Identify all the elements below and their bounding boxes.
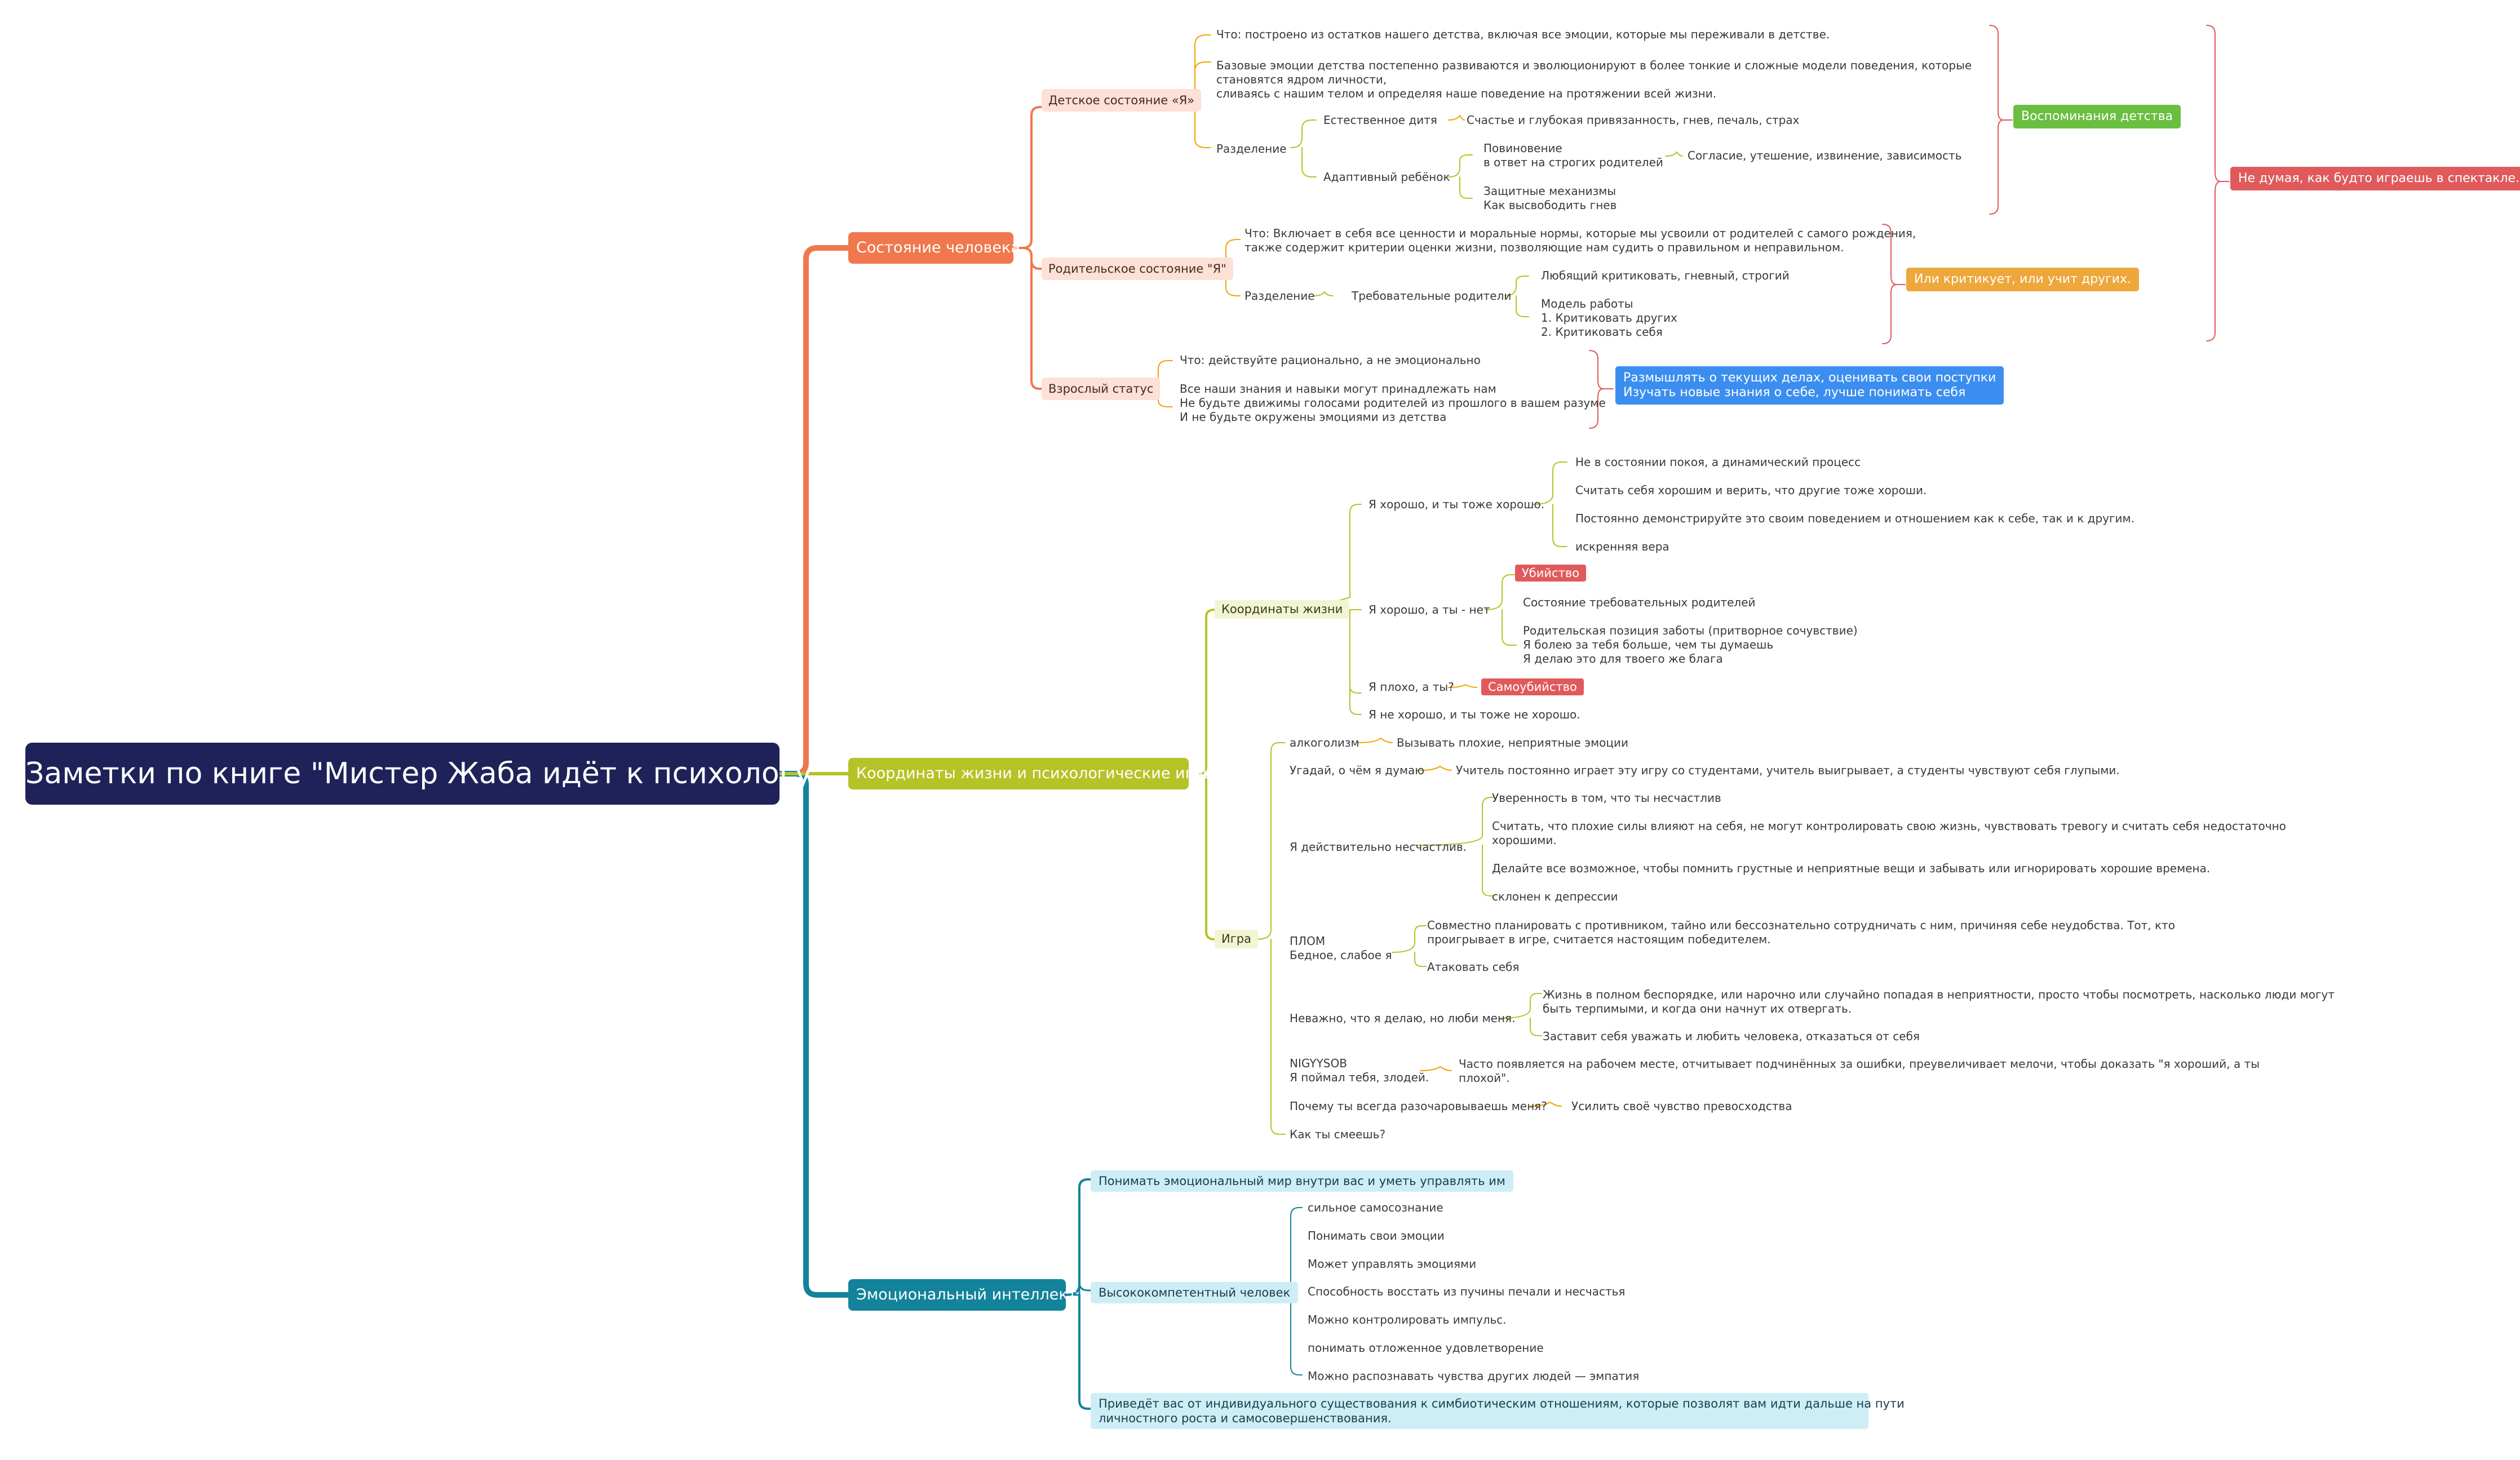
topic-coordinates[interactable]: Координаты жизни и психологические игры xyxy=(848,758,1215,789)
natural-child[interactable]: Естественное дитя xyxy=(1323,113,1437,127)
disappoint-desc[interactable]: Усилить своё чувство превосходства xyxy=(1571,1099,1792,1113)
topic-emotional-intelligence[interactable]: Эмоциональный интеллект xyxy=(848,1279,1077,1311)
ei-understand[interactable]: Понимать эмоциональный мир внутри вас и … xyxy=(1091,1170,1513,1192)
love-b[interactable]: Заставит себя уважать и любить человека,… xyxy=(1543,1029,1920,1043)
unhappy-3[interactable]: Делайте все возможное, чтобы помнить гру… xyxy=(1492,862,2211,875)
summary-adult[interactable]: Размышлять о текущих делах, оценивать св… xyxy=(1615,366,2004,405)
ok-ok[interactable]: Я хорошо, и ты тоже хорошо. xyxy=(1368,498,1545,511)
ei-trait-5[interactable]: Можно контролировать импульс. xyxy=(1308,1313,1507,1326)
unhappy-4[interactable]: склонен к депрессии xyxy=(1492,890,1618,903)
child-basic-2: становятся ядром личности, xyxy=(1216,73,1387,86)
ei-competent[interactable]: Высококомпетентный человек xyxy=(1091,1282,1299,1303)
link-root-state xyxy=(777,245,851,776)
summary-adult-2: Изучать новые знания о себе, лучше поним… xyxy=(1623,385,1966,400)
defense-1[interactable]: Защитные механизмы xyxy=(1483,184,1616,198)
summary-adult-1: Размышлять о текущих делах, оценивать св… xyxy=(1623,371,1996,385)
bracket-parent xyxy=(1882,224,1897,344)
adult-what[interactable]: Что: действуйте рационально, а не эмоцио… xyxy=(1180,353,1481,367)
work-model-1: 1. Критиковать других xyxy=(1541,311,1677,325)
ok-ok-3[interactable]: Постоянно демонстрируйте это своим повед… xyxy=(1575,512,2134,525)
bad-you[interactable]: Я плохо, а ты? xyxy=(1368,680,1454,694)
child-basic-1[interactable]: Базовые эмоции детства постепенно развив… xyxy=(1216,59,1972,72)
murder-tag[interactable]: Убийство xyxy=(1515,565,1587,582)
summary-criticize-or-teach[interactable]: Или критикует, или учит других. xyxy=(1906,268,2139,291)
game-plom-1[interactable]: ПЛОМ xyxy=(1290,934,1326,948)
love-a1[interactable]: Жизнь в полном беспорядке, или нарочно и… xyxy=(1543,988,2335,1001)
topic-child-state[interactable]: Детское состояние «Я» xyxy=(1042,89,1202,112)
demanding-parents[interactable]: Требовательные родители xyxy=(1352,289,1512,303)
ok-not[interactable]: Я хорошо, а ты - нет xyxy=(1368,603,1490,616)
obey-2: в ответ на строгих родителей xyxy=(1483,156,1663,169)
summary-play-role[interactable]: Не думая, как будто играешь в спектакле. xyxy=(2230,167,2520,190)
link-root-ei xyxy=(777,771,851,1298)
parent-division[interactable]: Разделение xyxy=(1245,289,1315,303)
care-2: Я болею за тебя больше, чем ты думаешь xyxy=(1523,638,1774,651)
child-basic-3: сливаясь с нашим телом и определяя наше … xyxy=(1216,87,1717,100)
game-alcohol-desc[interactable]: Вызывать плохие, неприятные эмоции xyxy=(1397,736,1628,749)
demanding-state[interactable]: Состояние требовательных родителей xyxy=(1523,596,1756,609)
plom-b[interactable]: Атаковать себя xyxy=(1427,960,1520,974)
topic-adult-state[interactable]: Взрослый статус xyxy=(1042,378,1161,400)
not-not[interactable]: Я не хорошо, и ты тоже не хорошо. xyxy=(1368,708,1580,721)
topic-game[interactable]: Игра xyxy=(1215,930,1258,948)
game-plom-2: Бедное, слабое я xyxy=(1290,948,1392,962)
work-model[interactable]: Модель работы xyxy=(1541,297,1633,310)
obey-desc[interactable]: Согласие, утешение, извинение, зависимос… xyxy=(1688,149,1962,162)
unhappy-2a[interactable]: Считать, что плохие силы влияют на себя,… xyxy=(1492,819,2286,833)
nig-a2: плохой". xyxy=(1459,1071,1510,1085)
child-what[interactable]: Что: построено из остатков нашего детств… xyxy=(1216,28,1830,41)
ok-ok-2[interactable]: Считать себя хорошим и верить, что други… xyxy=(1575,483,1927,497)
ei-lead-2: личностного роста и самосовершенствовани… xyxy=(1099,1412,1392,1425)
loving-critic[interactable]: Любящий критиковать, гневный, строгий xyxy=(1541,269,1790,282)
ei-trait-2[interactable]: Понимать свои эмоции xyxy=(1308,1229,1445,1242)
ei-lead-1: Приведёт вас от индивидуального существо… xyxy=(1099,1397,1905,1410)
game-alcohol[interactable]: алкоголизм xyxy=(1290,736,1359,749)
unhappy-1[interactable]: Уверенность в том, что ты несчастлив xyxy=(1492,791,1721,805)
game-disappoint[interactable]: Почему ты всегда разочаровываешь меня? xyxy=(1290,1099,1547,1113)
ei-trait-7[interactable]: Можно распознавать чувства других людей … xyxy=(1308,1369,1640,1383)
adult-know-1[interactable]: Все наши знания и навыки могут принадлеж… xyxy=(1180,382,1496,396)
game-nig-2: Я поймал тебя, злодей. xyxy=(1290,1071,1429,1084)
topic-state[interactable]: Состояние человека xyxy=(848,232,1020,264)
ei-trait-6[interactable]: понимать отложенное удовлетворение xyxy=(1308,1341,1544,1355)
ei-trait-1[interactable]: сильное самосознание xyxy=(1308,1201,1443,1214)
parent-what-1[interactable]: Что: Включает в себя все ценности и мора… xyxy=(1245,227,1916,240)
ok-ok-1[interactable]: Не в состоянии покоя, а динамический про… xyxy=(1575,455,1861,469)
game-guess[interactable]: Угадай, о чём я думаю xyxy=(1290,764,1425,777)
adult-know-3: И не будьте окружены эмоциями из детства xyxy=(1180,410,1447,424)
topic-life-coordinates[interactable]: Координаты жизни xyxy=(1215,600,1350,619)
game-unhappy[interactable]: Я действительно несчастлив. xyxy=(1290,840,1467,854)
root-topic[interactable]: Заметки по книге "Мистер Жаба идёт к пси… xyxy=(25,743,826,805)
ok-ok-4[interactable]: искренняя вера xyxy=(1575,540,1669,553)
nig-a1[interactable]: Часто появляется на рабочем месте, отчит… xyxy=(1459,1057,2260,1071)
game-guess-desc[interactable]: Учитель постоянно играет эту игру со сту… xyxy=(1456,764,2120,777)
bracket-all xyxy=(2206,25,2221,341)
work-model-2: 2. Критиковать себя xyxy=(1541,325,1663,339)
love-a2: быть терпимыми, и когда они начнут их от… xyxy=(1543,1002,1852,1015)
defense-2: Как высвободить гнев xyxy=(1483,198,1617,212)
game-love-me[interactable]: Неважно, что я делаю, но люби меня. xyxy=(1290,1011,1516,1025)
plom-a2: проигрывает в игре, считается настоящим … xyxy=(1427,933,1771,946)
ei-trait-4[interactable]: Способность восстать из пучины печали и … xyxy=(1308,1285,1626,1298)
plom-a1[interactable]: Совместно планировать с противником, тай… xyxy=(1427,918,2175,932)
parent-what-2: также содержит критерии оценки жизни, по… xyxy=(1245,241,1844,254)
care-3: Я делаю это для твоего же блага xyxy=(1523,652,1723,665)
adaptive-child[interactable]: Адаптивный ребёнок xyxy=(1323,170,1450,184)
summary-childhood-memories[interactable]: Воспоминания детства xyxy=(2013,105,2181,128)
ei-lead[interactable]: Приведёт вас от индивидуального существо… xyxy=(1091,1393,1905,1429)
bracket-child xyxy=(1989,25,2004,215)
child-division[interactable]: Разделение xyxy=(1216,142,1287,156)
game-nig-1[interactable]: NIGYYSOB xyxy=(1290,1057,1347,1070)
care-1[interactable]: Родительская позиция заботы (притворное … xyxy=(1523,624,1858,637)
obey-1[interactable]: Повиновение xyxy=(1483,141,1562,155)
unhappy-2b: хорошими. xyxy=(1492,833,1557,847)
topic-parent-state[interactable]: Родительское состояние "Я" xyxy=(1042,258,1233,280)
natural-child-desc[interactable]: Счастье и глубокая привязанность, гнев, … xyxy=(1467,113,1800,127)
ei-trait-3[interactable]: Может управлять эмоциями xyxy=(1308,1257,1477,1271)
game-how-dare[interactable]: Как ты смеешь? xyxy=(1290,1128,1386,1141)
adult-know-2: Не будьте движимы голосами родителей из … xyxy=(1180,396,1606,410)
suicide-tag[interactable]: Самоубийство xyxy=(1481,678,1584,695)
bracket-adult xyxy=(1589,350,1604,429)
